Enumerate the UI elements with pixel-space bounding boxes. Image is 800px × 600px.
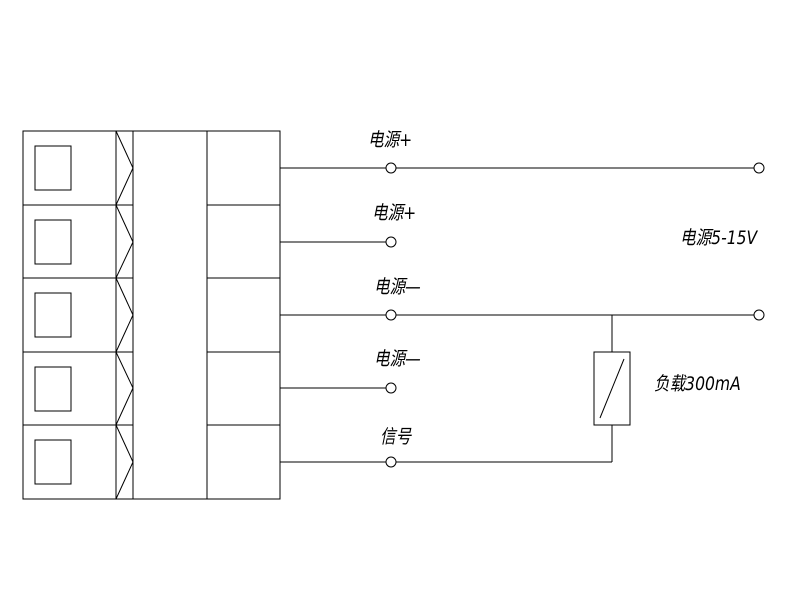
terminal-circle <box>385 236 397 248</box>
screw-square <box>34 145 72 191</box>
load-resistor <box>593 351 631 426</box>
terminal-label-1: 电源+ <box>368 129 413 151</box>
terminal-circle <box>385 382 397 394</box>
terminal-circle <box>385 162 397 174</box>
terminal-label-3: 电源— <box>374 276 421 298</box>
supply-label: 电源5-15V <box>680 227 758 249</box>
terminal-circle <box>385 309 397 321</box>
screw-square <box>34 219 72 265</box>
supply-terminal-circle <box>753 162 765 174</box>
connector-block <box>22 130 281 500</box>
terminal-label-4: 电源— <box>374 348 421 370</box>
screw-square <box>34 439 72 485</box>
supply-terminal-circle <box>753 309 765 321</box>
screw-square <box>34 292 72 338</box>
screw-square <box>34 366 72 412</box>
terminal-circle <box>385 456 397 468</box>
load-label: 负载300mA <box>654 373 741 395</box>
load-resistor-diagonal <box>599 358 625 419</box>
clamp-zigzag <box>115 130 134 500</box>
row-separators <box>23 204 280 426</box>
terminal-label-2: 电源+ <box>372 202 417 224</box>
terminal-label-5: 信号 <box>380 426 412 448</box>
